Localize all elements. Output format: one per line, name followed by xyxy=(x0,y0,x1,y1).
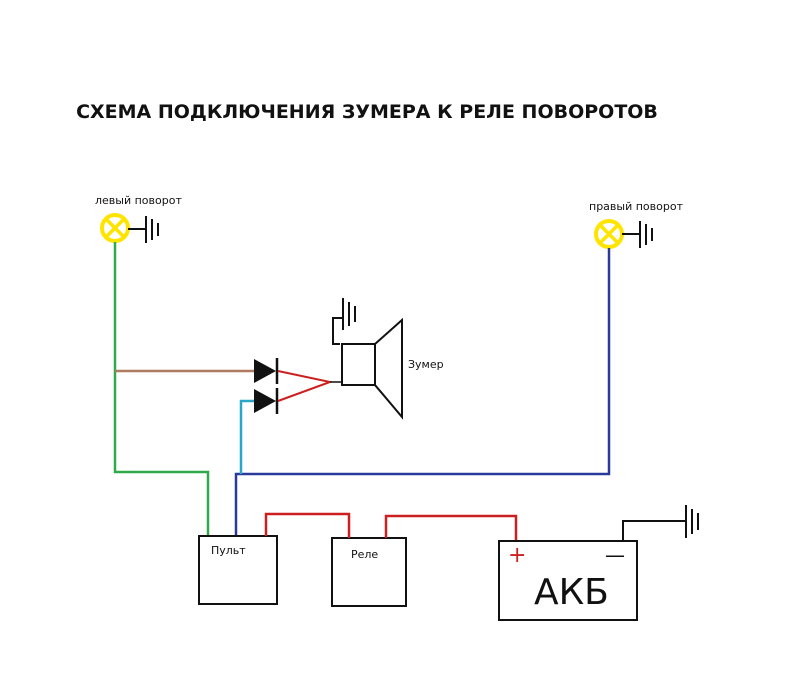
battery-ground-icon xyxy=(622,505,699,541)
right-turn-wire xyxy=(234,248,611,536)
right-lamp-ground-icon xyxy=(622,221,653,248)
left-turn-label: левый поворот xyxy=(95,194,182,207)
buzzer-speaker-icon xyxy=(341,317,403,420)
left-lamp-icon xyxy=(100,213,130,243)
battery-plus-sign: + xyxy=(508,543,526,568)
battery-minus-sign: — xyxy=(605,543,625,567)
left-lamp-ground-icon xyxy=(128,216,159,243)
diagram-title: СХЕМА ПОДКЛЮЧЕНИЯ ЗУМЕРА К РЕЛЕ ПОВОРОТО… xyxy=(76,101,658,123)
diode-red-wires xyxy=(277,370,334,402)
relay-box xyxy=(331,537,407,607)
left-turn-wire xyxy=(113,242,210,536)
buzzer-ground-icon xyxy=(332,298,356,345)
cyan-wire xyxy=(239,399,254,474)
right-turn-label: правый поворот xyxy=(589,200,684,213)
right-lamp-icon xyxy=(594,219,624,249)
buzzer-label: Зумер xyxy=(408,358,444,371)
diode-bottom-icon xyxy=(254,388,279,414)
relay-label: Реле xyxy=(351,548,378,561)
battery-label: АКБ xyxy=(534,572,609,613)
remote-box xyxy=(198,535,278,605)
diode-top-icon xyxy=(254,358,279,384)
remote-label: Пульт xyxy=(211,544,246,557)
battery-box xyxy=(498,540,638,621)
remote-relay-wire xyxy=(264,512,351,538)
relay-battery-wire xyxy=(384,514,518,541)
